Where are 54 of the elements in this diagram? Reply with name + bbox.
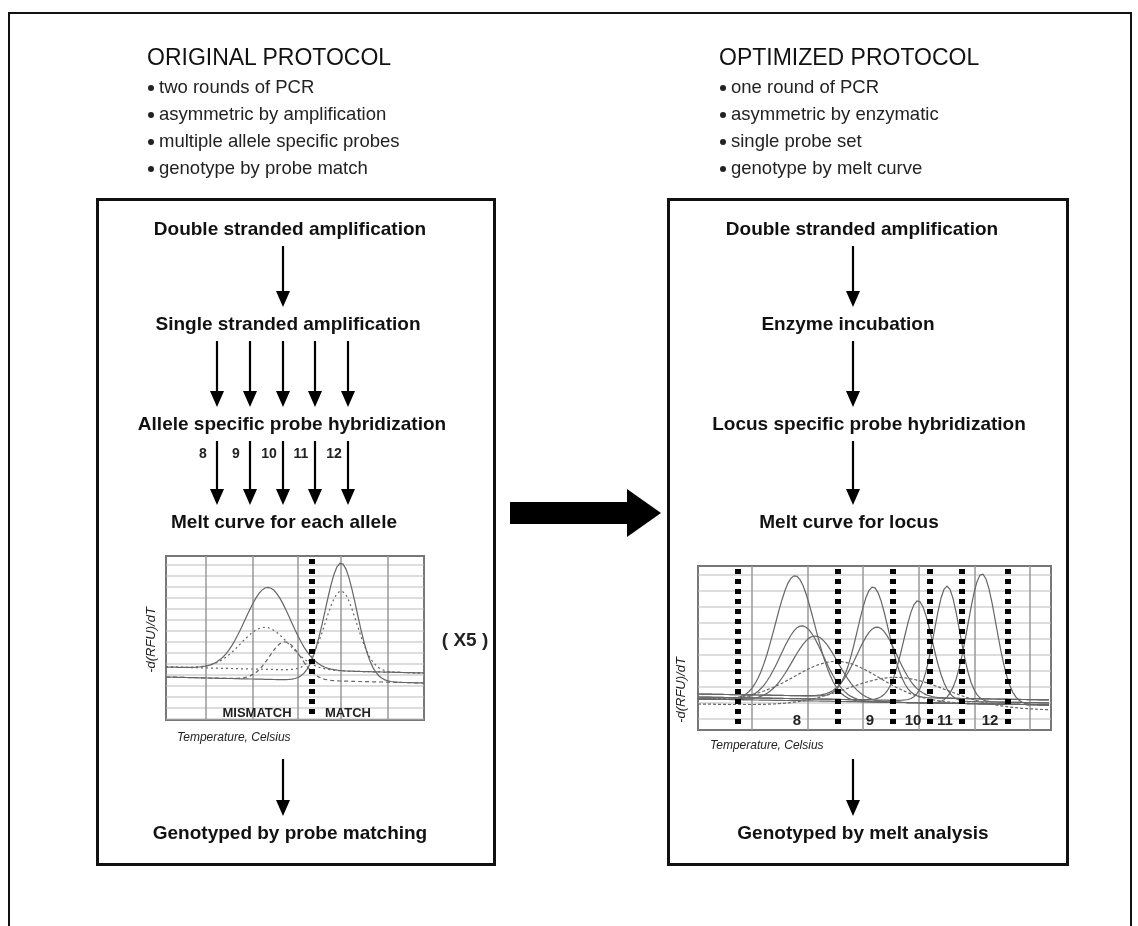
arrow (243, 441, 257, 505)
step-text: Double stranded amplification (153, 218, 427, 240)
bullet-item: multiple allele specific probes (159, 130, 400, 152)
chart-label: 12 (981, 710, 999, 728)
axis-label: Temperature, Celsius (177, 730, 291, 744)
edge-label: 10 (260, 445, 278, 461)
arrow (210, 441, 224, 505)
arrow (210, 341, 224, 407)
axis-label: -d(RFU)/dT (672, 657, 688, 723)
step-text: Genotyped by melt analysis (737, 822, 989, 844)
protocol-heading: ORIGINAL PROTOCOL (147, 44, 392, 71)
bullet-item: genotype by probe match (159, 157, 368, 179)
bullet-item: asymmetric by amplification (159, 103, 387, 125)
axis-label: -d(RFU)/dT (142, 607, 158, 673)
bullet-item: two rounds of PCR (159, 76, 315, 98)
arrow (276, 759, 290, 816)
chart-label: MATCH (325, 704, 371, 720)
bullet-item: single probe set (731, 130, 862, 152)
bullet-item: asymmetric by enzymatic (731, 103, 939, 125)
edge-label: 11 (292, 445, 310, 461)
edge-label: 12 (325, 445, 343, 461)
block-arrow (510, 489, 661, 537)
edge-label: 8 (198, 445, 208, 461)
arrow (341, 341, 355, 407)
step-text: Double stranded amplification (725, 218, 999, 240)
bullet-item: one round of PCR (731, 76, 880, 98)
protocol-heading: OPTIMIZED PROTOCOL (719, 44, 980, 71)
arrow (308, 441, 322, 505)
arrow (308, 341, 322, 407)
chart-label: MISMATCH (222, 704, 292, 720)
arrow (276, 441, 290, 505)
step-text: Enzyme incubation (761, 313, 935, 335)
arrow (846, 759, 860, 816)
chart-label: 11 (937, 710, 953, 728)
chart-label: 9 (865, 710, 875, 728)
axis-label: Temperature, Celsius (710, 738, 824, 752)
multiplier-note: ( X5 ) (441, 629, 489, 651)
arrow (341, 441, 355, 505)
edge-label: 9 (231, 445, 241, 461)
step-text: Allele specific probe hybridization (137, 413, 447, 435)
arrow (276, 341, 290, 407)
chart-label: 10 (904, 710, 922, 728)
arrow (846, 441, 860, 505)
chart-label: 8 (792, 710, 802, 728)
step-text: Genotyped by probe matching (152, 822, 428, 844)
arrow (243, 341, 257, 407)
arrow (846, 246, 860, 307)
arrow (846, 341, 860, 407)
step-text: Locus specific probe hybridization (712, 413, 1026, 435)
step-text: Melt curve for locus (759, 511, 939, 533)
step-text: Melt curve for each allele (171, 511, 397, 533)
bullet-item: genotype by melt curve (731, 157, 923, 179)
arrow (276, 246, 290, 307)
step-text: Single stranded amplification (155, 313, 421, 335)
